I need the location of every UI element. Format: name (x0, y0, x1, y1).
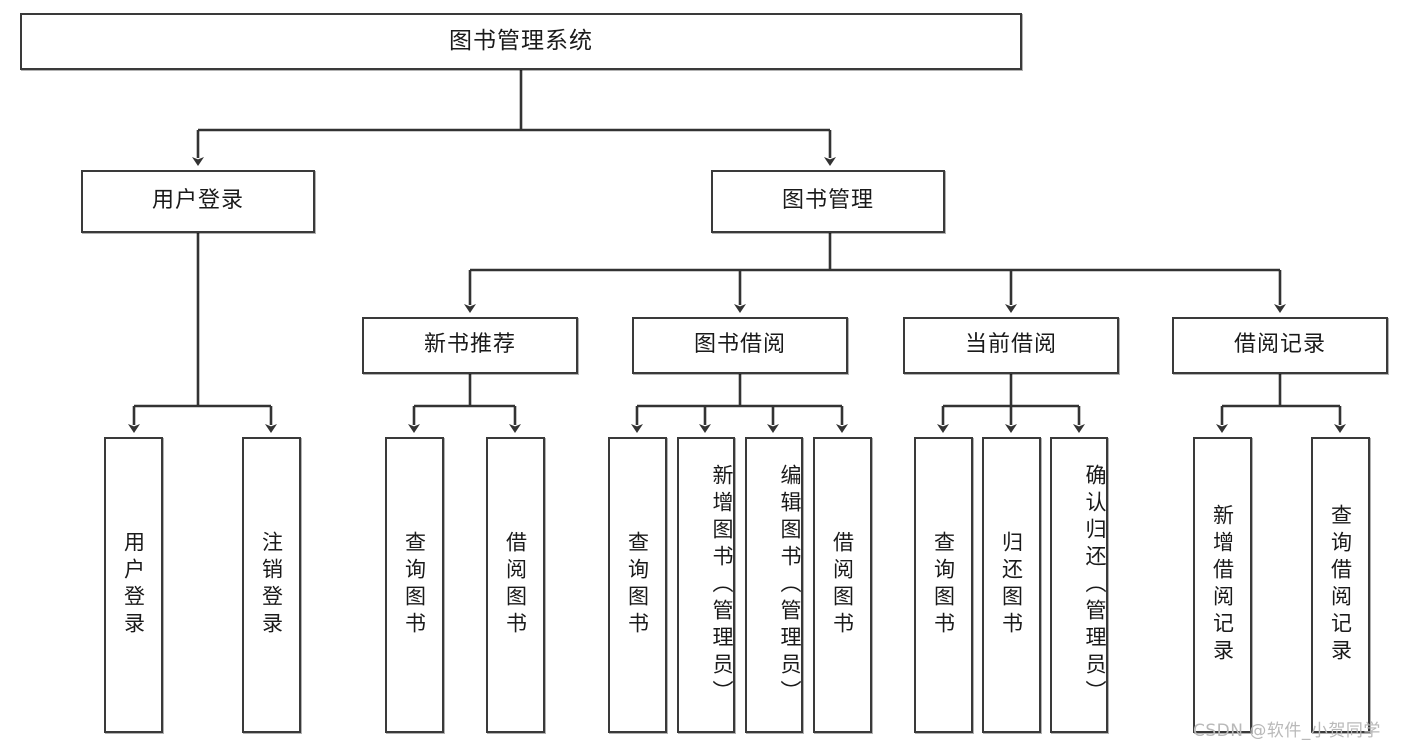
node-user-login[interactable]: 用户登录 (81, 170, 315, 233)
node-leaf-query-book-borrow[interactable]: 查询图书 (608, 437, 667, 733)
node-book-borrow[interactable]: 图书借阅 (632, 317, 848, 374)
node-leaf-confirm-return[interactable]: 确认归还（管理员） (1050, 437, 1108, 733)
node-leaf-query-book-rec[interactable]: 查询图书 (385, 437, 444, 733)
node-leaf-return-book[interactable]: 归还图书 (982, 437, 1041, 733)
node-book-manage[interactable]: 图书管理 (711, 170, 945, 233)
node-leaf-logout[interactable]: 注销登录 (242, 437, 301, 733)
node-leaf-query-book-cur[interactable]: 查询图书 (914, 437, 973, 733)
csdn-watermark: CSDN @软件_小贺同学 (1193, 721, 1381, 741)
node-leaf-query-record[interactable]: 查询借阅记录 (1311, 437, 1370, 733)
node-root[interactable]: 图书管理系统 (20, 13, 1022, 70)
node-leaf-add-record[interactable]: 新增借阅记录 (1193, 437, 1252, 733)
node-leaf-borrow-book-rec[interactable]: 借阅图书 (486, 437, 545, 733)
node-leaf-user-login[interactable]: 用户登录 (104, 437, 163, 733)
node-borrow-record[interactable]: 借阅记录 (1172, 317, 1388, 374)
node-new-book-rec[interactable]: 新书推荐 (362, 317, 578, 374)
node-leaf-add-book[interactable]: 新增图书（管理员） (677, 437, 735, 733)
node-current-borrow[interactable]: 当前借阅 (903, 317, 1119, 374)
node-leaf-borrow-book[interactable]: 借阅图书 (813, 437, 872, 733)
node-leaf-edit-book[interactable]: 编辑图书（管理员） (745, 437, 803, 733)
